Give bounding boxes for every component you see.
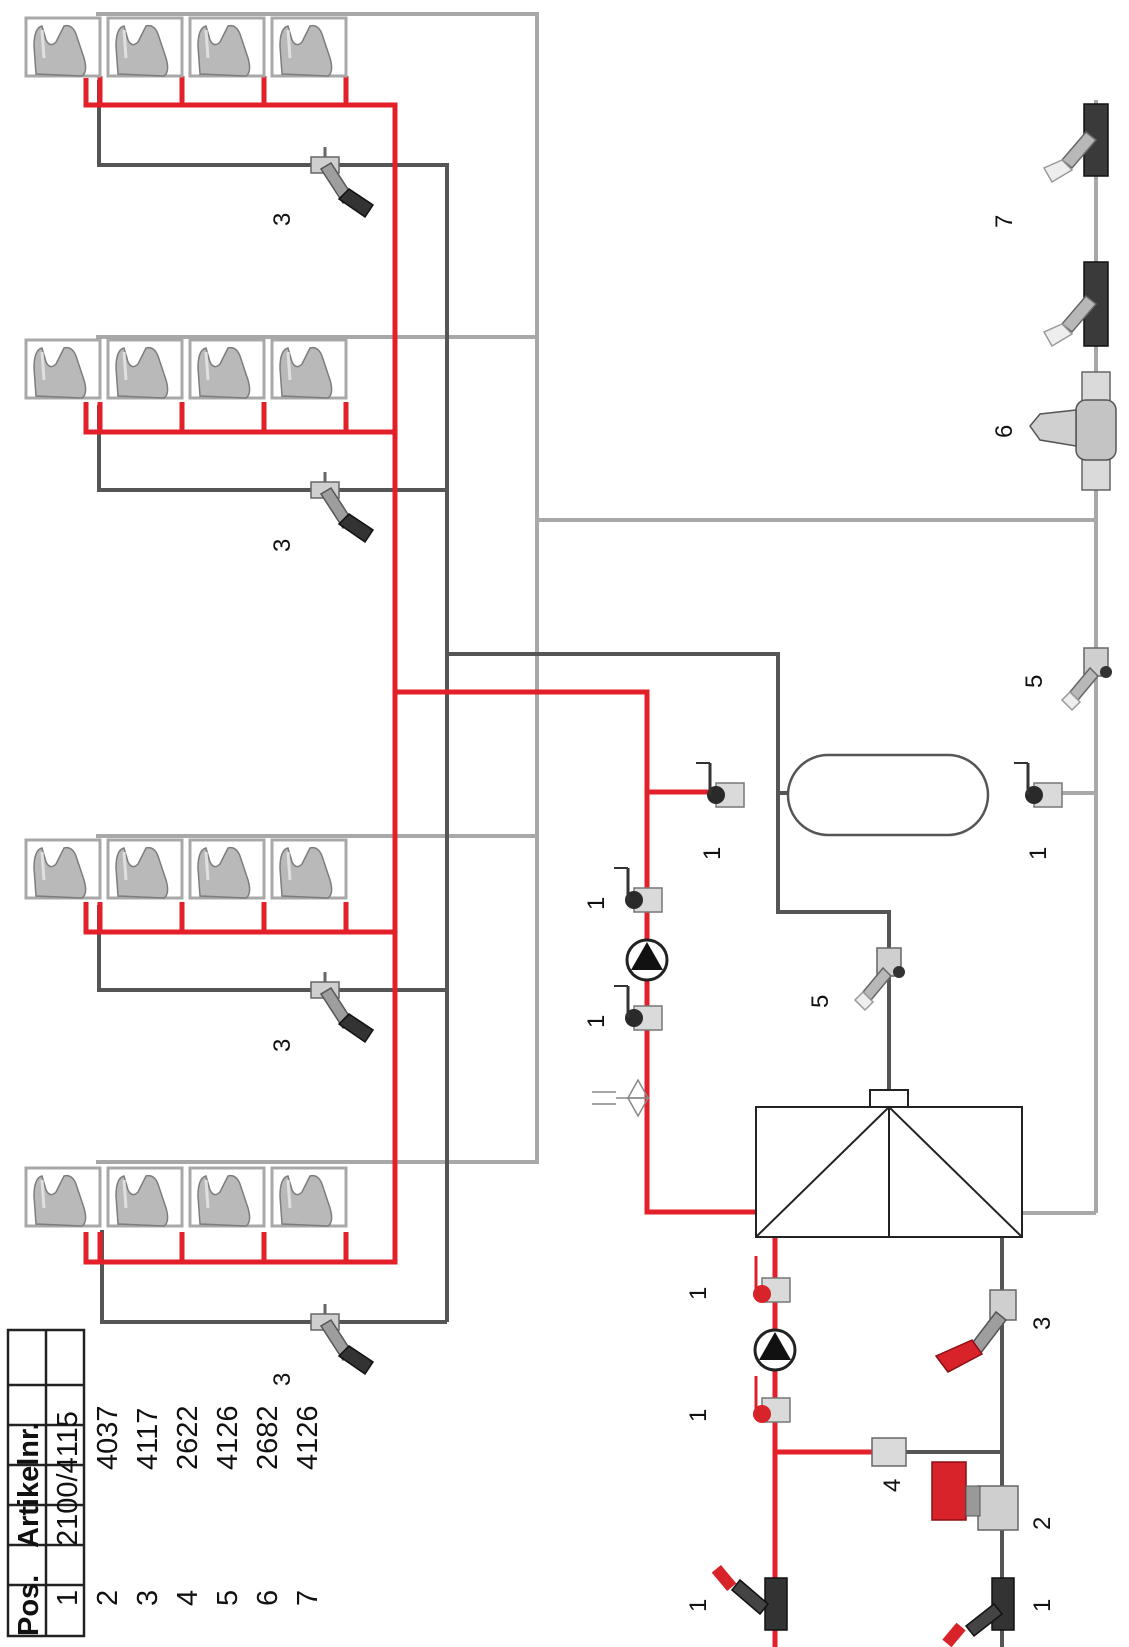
pump-secondary bbox=[625, 938, 669, 982]
table-art-2: 4037 bbox=[92, 1405, 124, 1470]
table-art-5: 4126 bbox=[212, 1405, 244, 1470]
check-valve bbox=[871, 1437, 907, 1467]
radiator-row-4 bbox=[24, 1166, 348, 1228]
expansion-tank bbox=[786, 753, 990, 837]
label-p4: 4 bbox=[879, 1479, 906, 1492]
parts-table bbox=[6, 1328, 86, 1638]
table-header-pos: Pos. bbox=[13, 1575, 45, 1636]
fill-valve-left bbox=[711, 1564, 788, 1631]
zone-valve bbox=[931, 1461, 1019, 1531]
table-pos-6: 6 bbox=[252, 1590, 284, 1606]
balancing-valve-1 bbox=[309, 145, 375, 219]
position-labels: 3 3 3 3 1 1 1 1 1 1 1 1 2 3 4 5 5 6 7 bbox=[269, 213, 1056, 1612]
label-p1-g: 1 bbox=[685, 1599, 712, 1612]
table-art-4: 2622 bbox=[172, 1405, 204, 1470]
ball-valve-primary-lower bbox=[751, 1374, 792, 1425]
radiator-row-1 bbox=[24, 16, 348, 78]
table-art-3: 4117 bbox=[132, 1408, 164, 1470]
heat-exchanger bbox=[755, 1089, 1023, 1238]
label-p3-a: 3 bbox=[269, 213, 296, 226]
cold-pipes bbox=[96, 12, 1098, 1215]
label-p3-d: 3 bbox=[269, 1373, 296, 1386]
strainer-return bbox=[854, 947, 906, 1011]
balancing-valve-return bbox=[934, 1289, 1017, 1373]
label-p3-return: 3 bbox=[1029, 1317, 1056, 1330]
table-pos-3: 3 bbox=[132, 1590, 164, 1606]
label-p3-c: 3 bbox=[269, 1039, 296, 1052]
table-art-7: 4126 bbox=[292, 1405, 324, 1470]
table-pos-1: 1 bbox=[52, 1590, 84, 1606]
label-p1-f: 1 bbox=[685, 1409, 712, 1422]
balancing-valve-3 bbox=[309, 970, 375, 1044]
safety-valve-icon bbox=[592, 1078, 650, 1118]
ball-valve-secondary-lower bbox=[612, 984, 664, 1032]
parts-table-text: Pos. Artikelnr. 1 2100/4115 2 4037 3 411… bbox=[13, 1405, 324, 1636]
label-p5-a: 5 bbox=[807, 995, 834, 1008]
label-p2: 2 bbox=[1029, 1517, 1056, 1530]
table-art-1: 2100/4115 bbox=[52, 1411, 84, 1546]
strainer-pair bbox=[1042, 103, 1109, 348]
label-p1-b: 1 bbox=[583, 897, 610, 910]
label-p1-d: 1 bbox=[1025, 847, 1052, 860]
label-p5-b: 5 bbox=[1021, 675, 1048, 688]
table-header-art: Artikelnr. bbox=[13, 1422, 45, 1548]
strainer-cold bbox=[1061, 647, 1113, 711]
table-pos-2: 2 bbox=[92, 1590, 124, 1606]
label-p1-e: 1 bbox=[685, 1287, 712, 1300]
ball-valve-secondary-upper bbox=[612, 866, 664, 914]
table-pos-7: 7 bbox=[292, 1590, 324, 1606]
label-p1-c: 1 bbox=[583, 1015, 610, 1028]
balancing-valve-4 bbox=[309, 1302, 375, 1376]
label-p6: 6 bbox=[991, 425, 1018, 438]
label-p7: 7 bbox=[991, 215, 1018, 228]
table-pos-4: 4 bbox=[172, 1590, 204, 1606]
tank-ball-valve-left bbox=[694, 761, 746, 809]
table-pos-5: 5 bbox=[212, 1590, 244, 1606]
table-art-6: 2682 bbox=[252, 1405, 284, 1470]
radiator-row-2 bbox=[24, 338, 348, 400]
balancing-valve-2 bbox=[309, 470, 375, 544]
mixing-valve bbox=[1029, 371, 1117, 491]
ball-valve-primary-upper bbox=[751, 1254, 792, 1305]
tank-ball-valve-right bbox=[1012, 761, 1064, 809]
fill-valve-right bbox=[942, 1577, 1015, 1647]
pump-primary bbox=[753, 1328, 797, 1372]
label-p1-a: 1 bbox=[699, 847, 726, 860]
label-p1-h: 1 bbox=[1029, 1599, 1056, 1612]
radiator-row-3 bbox=[24, 838, 348, 900]
label-p3-b: 3 bbox=[269, 539, 296, 552]
